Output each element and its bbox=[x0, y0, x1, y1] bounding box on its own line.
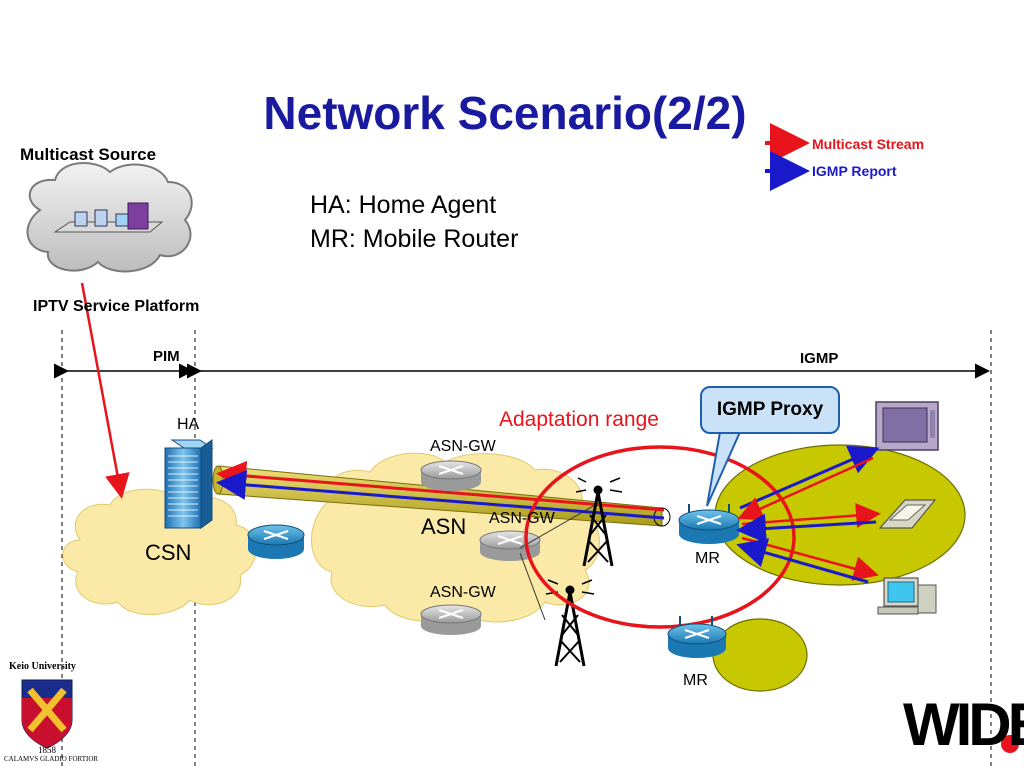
asn-gw-link-1 bbox=[519, 504, 596, 549]
igmp-label: IGMP bbox=[800, 350, 839, 367]
tv-device-icon bbox=[875, 401, 939, 451]
mr-main-label: MR bbox=[695, 550, 720, 567]
asn-gw-link-2 bbox=[519, 552, 546, 621]
adaptation-range-circle bbox=[524, 445, 796, 629]
keio-year: 1858 bbox=[38, 745, 56, 755]
source-multicast-arrow bbox=[80, 282, 130, 499]
asn-label: ASN bbox=[421, 514, 467, 539]
ha-label: HA bbox=[177, 416, 200, 433]
adaptation-range-label: Adaptation range bbox=[499, 408, 659, 431]
ha-server-icon bbox=[164, 439, 214, 529]
igmp-report-from-terminal bbox=[736, 513, 877, 544]
mr-second-router-icon bbox=[667, 616, 727, 658]
keio-university-name: Keio University bbox=[9, 661, 76, 672]
iptv-service-platform-label: IPTV Service Platform bbox=[33, 298, 200, 315]
wide-logo-text: WIDE bbox=[903, 691, 1024, 758]
tunnel-multicast-stream bbox=[216, 460, 665, 512]
asn-gw-top-label: ASN-GW bbox=[430, 438, 496, 455]
multicast-source-cloud bbox=[26, 161, 193, 273]
csn-router-icon bbox=[247, 524, 305, 559]
keio-motto: CALAMVS GLADIO FORTIOR bbox=[4, 755, 99, 763]
mr-second-coverage bbox=[712, 618, 808, 692]
wide-logo bbox=[1001, 735, 1019, 753]
asn-gw-mid-label: ASN-GW bbox=[489, 510, 555, 527]
terminal-device-icon bbox=[878, 499, 937, 529]
multicast-source-label: Multicast Source bbox=[20, 145, 157, 164]
page-title: Network Scenario(2/2) bbox=[263, 87, 747, 139]
tunnel-igmp-report bbox=[216, 469, 665, 520]
asn-gw-bottom-label: ASN-GW bbox=[430, 584, 496, 601]
definition-ha: HA: Home Agent bbox=[310, 191, 497, 219]
asn-gw-top-router-icon bbox=[420, 460, 482, 491]
legend-igmp-report-label: IGMP Report bbox=[812, 163, 897, 179]
base-station-tower-icon bbox=[575, 477, 623, 567]
mr-main-router-icon bbox=[678, 504, 740, 544]
legend-multicast-stream-label: Multicast Stream bbox=[812, 136, 925, 152]
mr-second-label: MR bbox=[683, 672, 708, 689]
asn-gw-bottom-router-icon bbox=[420, 604, 482, 635]
keio-crest-logo bbox=[21, 679, 73, 749]
base-station-tower-icon-2 bbox=[545, 579, 595, 667]
pim-label: PIM bbox=[153, 348, 180, 365]
igmp-proxy-callout: IGMP Proxy bbox=[700, 386, 840, 434]
definition-mr: MR: Mobile Router bbox=[310, 225, 519, 253]
pc-device-icon bbox=[877, 577, 937, 615]
multicast-stream-to-tv-reverse bbox=[737, 456, 874, 521]
igmp-report-from-pc bbox=[736, 538, 869, 584]
csn-label: CSN bbox=[145, 540, 192, 565]
